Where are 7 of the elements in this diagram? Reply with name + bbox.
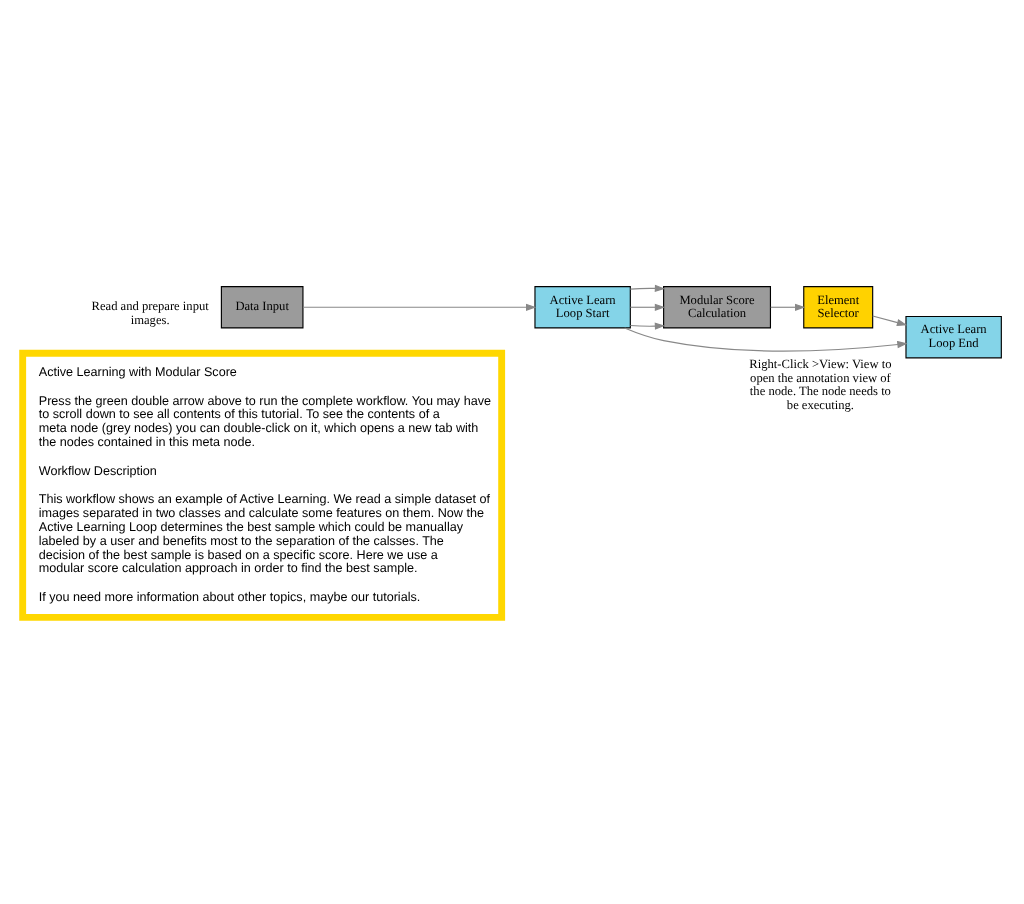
arrow: [629, 322, 666, 330]
arrow: [624, 327, 908, 352]
arrow: [302, 303, 537, 311]
arrow: [629, 303, 666, 311]
arrow: [770, 303, 806, 311]
arrow: [872, 315, 908, 327]
arrow: [629, 284, 666, 292]
